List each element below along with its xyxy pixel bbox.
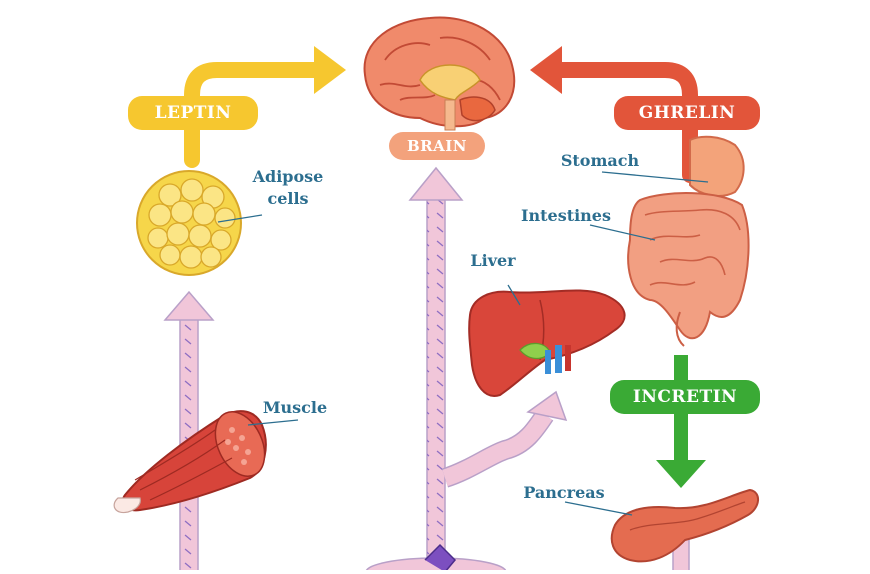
adipose-label-line1: Adipose bbox=[252, 167, 324, 186]
pathway-branch-to-liver bbox=[441, 390, 568, 488]
bottom-organ-partial bbox=[365, 543, 507, 574]
intestines-label: Intestines bbox=[521, 206, 611, 225]
brain-label: BRAIN bbox=[389, 132, 485, 160]
blood-pathways bbox=[163, 166, 690, 574]
pancreas-illustration bbox=[564, 488, 759, 563]
incretin-label: INCRETIN bbox=[610, 380, 760, 414]
pancreas-label: Pancreas bbox=[523, 483, 605, 502]
muscle-illustration bbox=[113, 410, 299, 514]
muscle-label: Muscle bbox=[262, 398, 328, 417]
ghrelin-arrow bbox=[530, 46, 698, 183]
liver-illustration bbox=[468, 284, 626, 397]
pathway-muscle-to-adipose bbox=[163, 290, 215, 574]
stomach-label: Stomach bbox=[560, 151, 640, 170]
liver-label: Liver bbox=[470, 251, 516, 270]
pathway-center-to-brain bbox=[408, 166, 464, 574]
adipose-label-line2: cells bbox=[267, 189, 309, 208]
leptin-arrow bbox=[184, 46, 346, 168]
intestines-illustration bbox=[589, 192, 750, 347]
leptin-label: LEPTIN bbox=[128, 96, 258, 130]
ghrelin-label: GHRELIN bbox=[614, 96, 760, 130]
adipose-cells-label: Adipose cells bbox=[238, 166, 338, 210]
stomach-illustration bbox=[601, 135, 745, 197]
adipose-cells-illustration bbox=[136, 170, 263, 276]
incretin-arrow bbox=[656, 355, 706, 488]
brain-illustration bbox=[363, 16, 516, 131]
